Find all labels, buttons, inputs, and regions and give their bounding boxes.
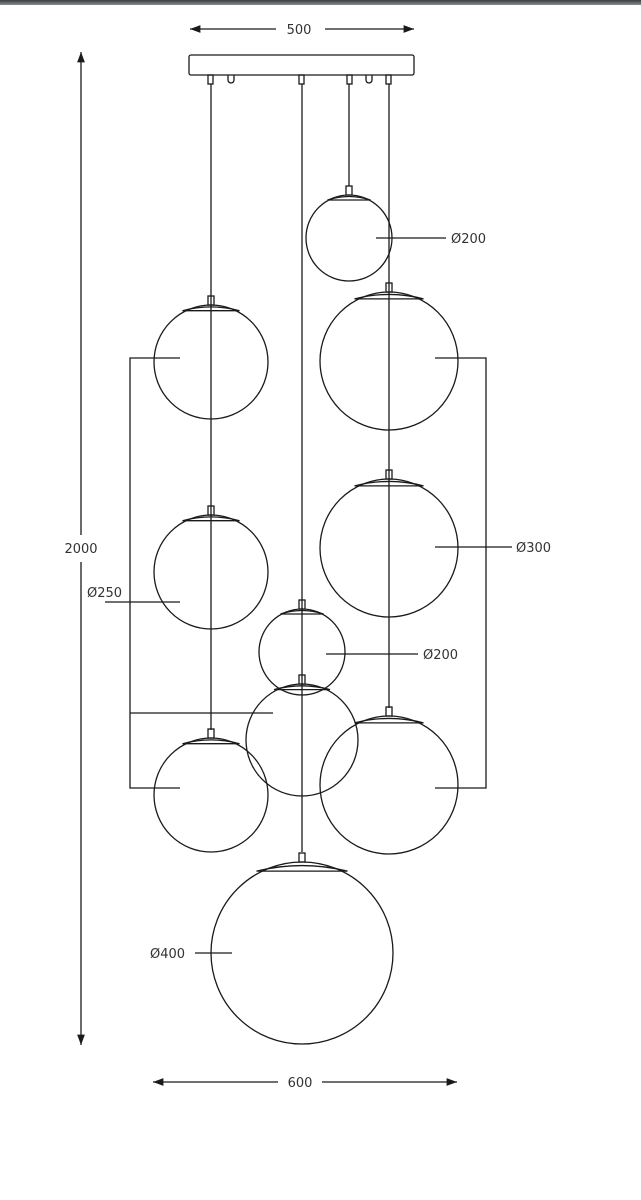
globe-1 xyxy=(305,185,393,282)
cord-holder xyxy=(345,185,353,196)
cord-holder xyxy=(385,282,393,293)
globe-cap xyxy=(182,739,240,745)
globe-5 xyxy=(319,469,459,618)
globe-cap xyxy=(354,480,424,487)
globe-2 xyxy=(153,295,269,420)
globe-4 xyxy=(153,505,269,630)
globe-10 xyxy=(210,852,394,1045)
globe-8 xyxy=(153,728,269,853)
globe-cap xyxy=(182,306,240,312)
cord-holder xyxy=(207,295,215,306)
ceiling-canopy xyxy=(188,54,415,85)
label-bottom-globe: Ø400 xyxy=(150,947,185,962)
canopy-width-label: 500 xyxy=(287,23,312,38)
label-top-right-globe: Ø200 xyxy=(451,232,486,247)
globe-3 xyxy=(319,282,459,431)
total-width-label: 600 xyxy=(288,1076,313,1091)
suspension-cords xyxy=(210,84,390,852)
cord-holder xyxy=(385,469,393,480)
globe-6 xyxy=(258,599,346,696)
globe-sphere xyxy=(210,861,394,1045)
label-right-globes: Ø300 xyxy=(516,541,551,556)
dimension-total-height: 2000 xyxy=(64,52,98,1045)
globe-cap xyxy=(256,864,348,872)
window-top-edge xyxy=(0,0,641,5)
total-height-label: 2000 xyxy=(64,542,97,557)
cord-holder xyxy=(385,706,393,717)
dimension-canopy-width: 500 xyxy=(190,23,414,38)
globe-cap xyxy=(354,293,424,300)
dimension-total-width: 600 xyxy=(153,1076,457,1091)
globe-sphere xyxy=(153,737,269,853)
label-left-globes: Ø250 xyxy=(87,586,122,601)
globe-7 xyxy=(245,674,359,797)
cord-holder xyxy=(298,852,306,863)
globe-cap xyxy=(182,516,240,522)
globe-9 xyxy=(319,706,459,855)
label-center-globes: Ø200 xyxy=(423,648,458,663)
globe-cap xyxy=(327,195,371,201)
cord-holder xyxy=(207,505,215,516)
cord-holder xyxy=(298,599,306,610)
globe-sphere xyxy=(319,715,459,855)
globe-cap xyxy=(273,685,331,691)
cord-holder xyxy=(207,728,215,739)
leader-lines xyxy=(105,237,512,954)
globe-cap xyxy=(354,717,424,724)
cord-holder xyxy=(298,674,306,685)
globe-cap xyxy=(280,609,324,615)
globes xyxy=(153,185,459,1045)
